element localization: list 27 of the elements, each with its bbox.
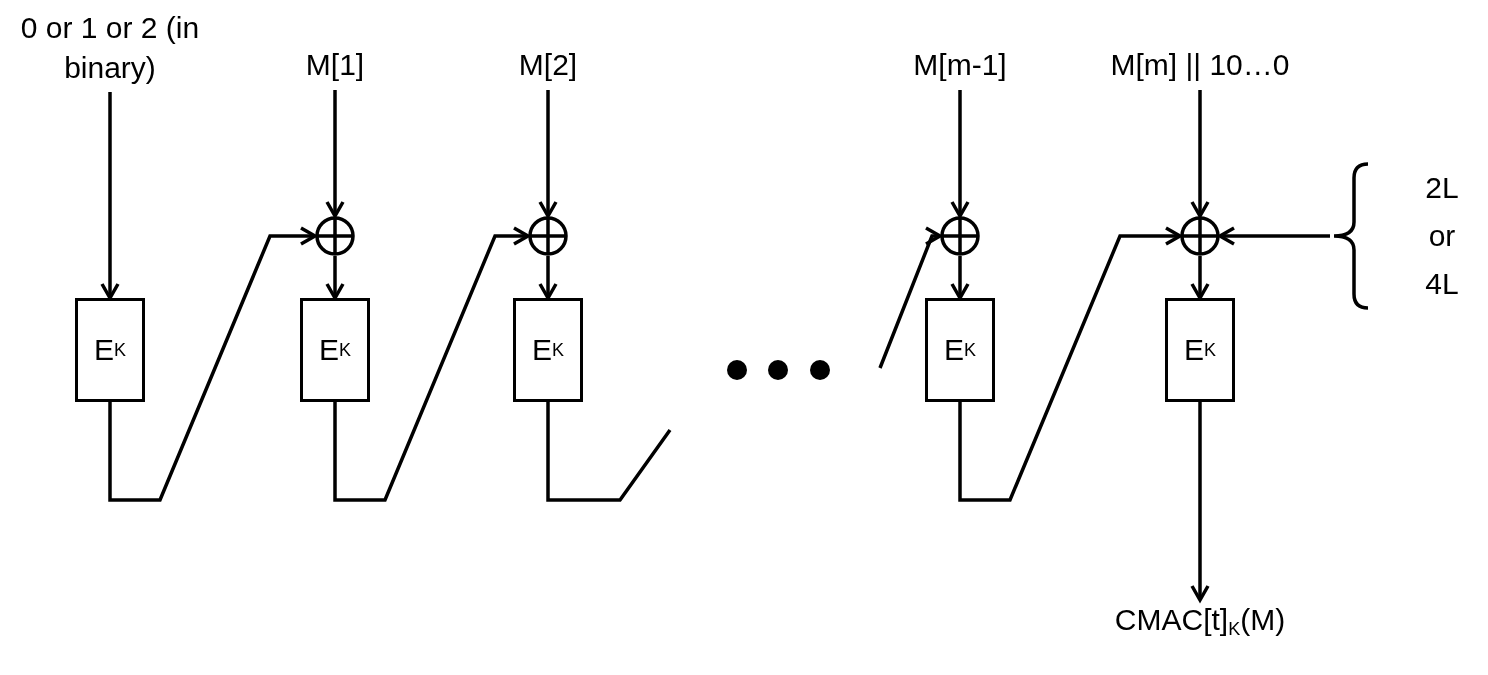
arrow: [950, 90, 970, 218]
message-block-label: M[2]: [488, 45, 608, 90]
xor-symbol: [940, 216, 980, 256]
arrow: [333, 226, 530, 502]
arrow: [538, 256, 558, 300]
arrow: [950, 256, 970, 300]
arrow: [1190, 402, 1210, 602]
output-label: CMAC[t]$_{K}$(M): [1090, 600, 1310, 650]
arrow: [878, 226, 942, 369]
xor-symbol: [315, 216, 355, 256]
message-block-label: M[m-1]: [880, 45, 1040, 90]
arrow: [1190, 90, 1210, 218]
xor-symbol: [528, 216, 568, 256]
connector-line: [546, 402, 672, 502]
xor-symbol: [1180, 216, 1220, 256]
message-block-label: M[1]: [275, 45, 395, 90]
arrow: [325, 90, 345, 218]
arrow: [958, 226, 1182, 502]
arrow: [100, 92, 120, 300]
message-block-label: M[m] || 10…0: [1100, 45, 1300, 90]
arrow: [1190, 256, 1210, 300]
mask-label: 2L or 4L: [1424, 170, 1460, 302]
arrow: [538, 90, 558, 218]
arrow: [1218, 226, 1330, 246]
input-label: 0 or 1 or 2 (in binary): [0, 8, 220, 92]
arrow: [325, 256, 345, 300]
arrow: [108, 226, 317, 502]
